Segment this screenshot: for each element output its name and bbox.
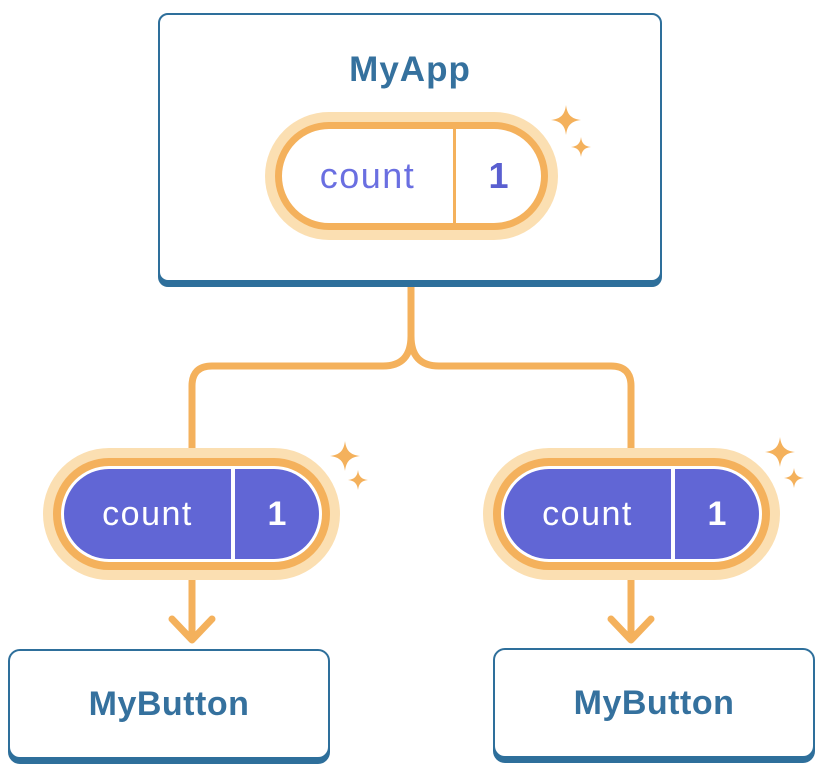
- branch-left-line: [188, 279, 415, 460]
- prop-pill-body: count 1: [64, 469, 319, 559]
- state-pill-label: count: [319, 155, 416, 196]
- component-card-root: MyApp count 1: [158, 13, 662, 282]
- prop-pill-value: 1: [707, 494, 727, 533]
- state-pill-body: count 1: [275, 122, 548, 230]
- prop-pill-value: 1: [267, 494, 287, 533]
- prop-pill-label: count: [102, 494, 193, 533]
- pill-divider: [231, 469, 235, 559]
- prop-pill-label: count: [542, 494, 633, 533]
- prop-pill-ring: count 1: [493, 458, 770, 570]
- component-title: MyButton: [88, 684, 250, 723]
- prop-pill-ring: count 1: [53, 458, 330, 570]
- pill-divider: [671, 469, 675, 559]
- arrow-right-head-icon: [607, 615, 655, 644]
- component-card-child-left: MyButton: [8, 649, 330, 759]
- state-pill-value: 1: [488, 155, 509, 196]
- branch-right-line: [407, 279, 635, 460]
- component-title: MyButton: [573, 683, 735, 722]
- prop-pill-body: count 1: [504, 469, 759, 559]
- prop-pill-left: count 1: [43, 448, 340, 580]
- arrow-left-head-icon: [168, 615, 216, 644]
- pill-divider: [453, 129, 456, 223]
- state-pill: count 1: [265, 112, 558, 240]
- component-title: MyApp: [349, 50, 471, 89]
- prop-pill-right: count 1: [483, 448, 780, 580]
- component-card-child-right: MyButton: [493, 648, 815, 758]
